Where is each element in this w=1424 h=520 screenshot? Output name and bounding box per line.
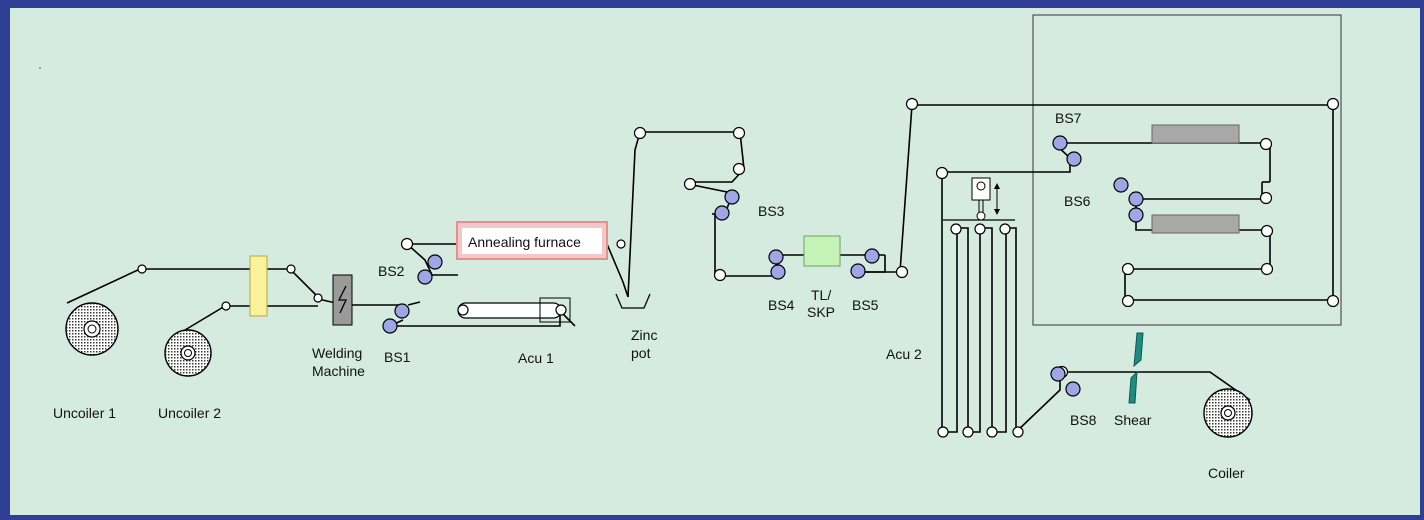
label-bs2: BS2 bbox=[378, 263, 405, 279]
tl-skp-unit bbox=[803, 235, 841, 267]
dryer-lower bbox=[1151, 214, 1240, 234]
label-shear: Shear bbox=[1114, 412, 1152, 428]
welding-machine-icon bbox=[332, 274, 353, 326]
welding-clamp-block bbox=[249, 255, 268, 317]
label-bs4: BS4 bbox=[768, 297, 795, 313]
coiler-coil bbox=[1203, 388, 1253, 438]
label-tl: TL/ bbox=[811, 287, 831, 303]
uncoiler1-coil bbox=[65, 302, 119, 356]
label-bs6: BS6 bbox=[1064, 193, 1091, 209]
dryer-upper bbox=[1151, 124, 1240, 144]
zinc-pot-icon bbox=[615, 293, 651, 309]
label-welding: Welding bbox=[312, 345, 362, 361]
label-acu1: Acu 1 bbox=[518, 350, 554, 366]
label-skp: SKP bbox=[807, 304, 835, 320]
post-treatment-box bbox=[1032, 14, 1342, 326]
bridle-rolls bbox=[382, 135, 1144, 397]
label-bs8: BS8 bbox=[1070, 412, 1097, 428]
stray-dot bbox=[39, 67, 41, 69]
label-bs1: BS1 bbox=[384, 349, 411, 365]
uncoiler2-coil bbox=[164, 329, 212, 377]
label-bs3: BS3 bbox=[758, 203, 785, 219]
label-uncoiler-1: Uncoiler 1 bbox=[53, 405, 116, 421]
label-machine: Machine bbox=[312, 363, 365, 379]
label-zinc: Zinc bbox=[631, 327, 657, 343]
label-uncoiler-2: Uncoiler 2 bbox=[158, 405, 221, 421]
label-bs5: BS5 bbox=[852, 297, 879, 313]
label-acu2: Acu 2 bbox=[886, 346, 922, 362]
label-bs7: BS7 bbox=[1055, 110, 1082, 126]
annealing-furnace bbox=[456, 221, 608, 260]
label-pot: pot bbox=[631, 345, 651, 361]
acu2-tension-carriage bbox=[971, 177, 1000, 221]
shear-icon bbox=[1128, 332, 1144, 404]
label-coiler: Coiler bbox=[1208, 465, 1245, 481]
label-annealing-furnace: Annealing furnace bbox=[468, 234, 581, 250]
